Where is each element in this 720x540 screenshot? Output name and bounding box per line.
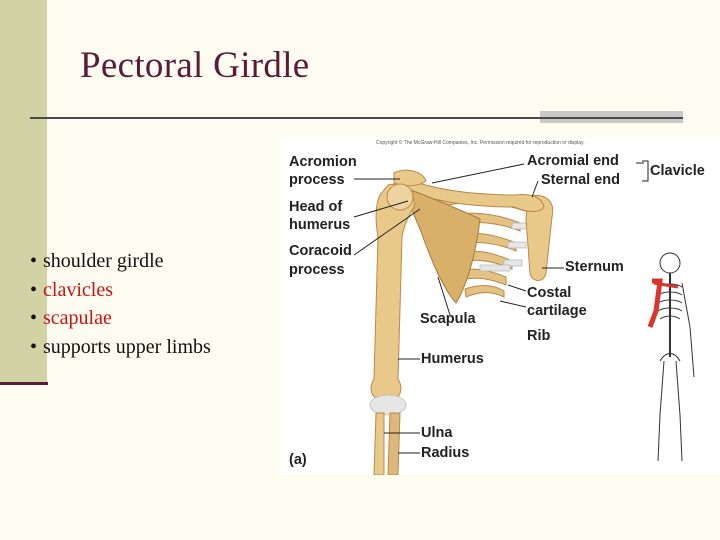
bullet-dot: •	[30, 278, 38, 301]
label-acromion: Acromion	[289, 154, 357, 170]
bullet-item: •clavicles	[30, 276, 211, 305]
bullet-dot: •	[30, 335, 38, 358]
left-accent-underline	[0, 382, 48, 385]
label-clavicle: Clavicle	[650, 163, 705, 179]
bullet-text: shoulder girdle	[43, 250, 164, 272]
bullet-text: scapulae	[43, 307, 112, 329]
label-acromion-process: process	[289, 172, 345, 188]
label-acromial-end: Acromial end	[527, 153, 619, 169]
label-coracoid: Coracoid	[289, 243, 352, 259]
skeleton-icon	[647, 252, 695, 462]
humerus	[370, 183, 415, 400]
bullet-item: •shoulder girdle	[30, 247, 211, 276]
pectoral-girdle-figure: Copyright © The McGraw-Hill Companies, I…	[280, 137, 720, 475]
label-scapula: Scapula	[420, 311, 476, 327]
leader-lines	[353, 160, 649, 454]
bullet-dot: •	[30, 250, 38, 272]
humerus-head	[386, 183, 414, 211]
scapula	[407, 188, 481, 304]
label-sternal-end: Sternal end	[541, 172, 620, 188]
label-panel-a: (a)	[289, 452, 307, 468]
bullet-text: supports upper limbs	[43, 335, 211, 358]
label-humerus: Humerus	[421, 351, 484, 367]
label-ulna: Ulna	[421, 425, 453, 441]
bullet-list: •shoulder girdle •clavicles •scapulae •s…	[30, 247, 211, 361]
acromion	[393, 169, 427, 187]
elbow-joint	[369, 394, 407, 416]
radius	[387, 412, 401, 475]
copyright-notice: Copyright © The McGraw-Hill Companies, I…	[376, 140, 585, 146]
label-radius: Radius	[421, 445, 470, 461]
label-rib: Rib	[527, 328, 551, 344]
label-humerus-head: humerus	[289, 217, 351, 233]
bullet-item: •supports upper limbs	[30, 333, 211, 362]
label-costal-cartilage: cartilage	[527, 303, 587, 319]
ulna	[373, 412, 385, 475]
bullet-item: •scapulae	[30, 304, 211, 333]
label-costal: Costal	[527, 285, 572, 301]
slide-title: Pectoral Girdle	[80, 45, 310, 86]
title-divider	[30, 117, 540, 119]
label-coracoid-process: process	[289, 262, 345, 278]
bullet-dot: •	[30, 307, 38, 329]
label-sternum: Sternum	[565, 259, 624, 275]
title-divider-line	[540, 117, 683, 119]
bullet-text: clavicles	[43, 278, 113, 301]
clavicle	[401, 176, 545, 213]
anatomy-illustration	[353, 160, 695, 475]
label-head-of: Head of	[289, 199, 343, 215]
sternum	[525, 194, 554, 281]
left-accent-bar	[0, 0, 47, 384]
